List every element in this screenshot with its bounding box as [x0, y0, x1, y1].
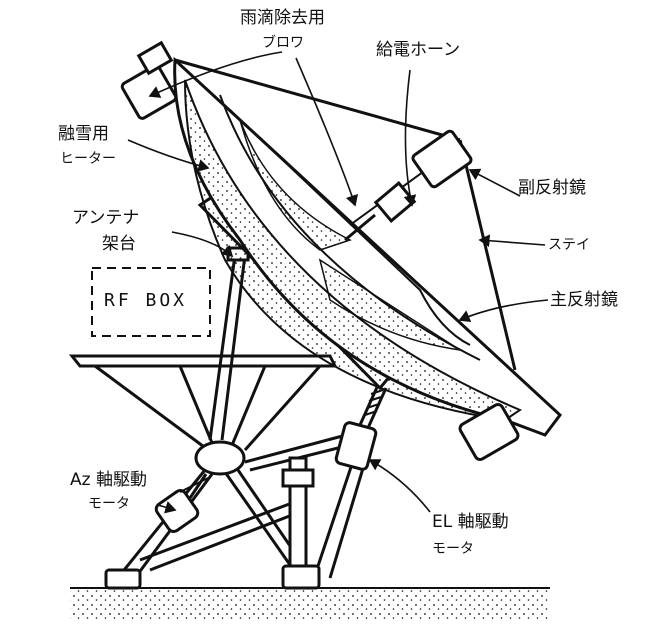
back-equipment-box: [458, 403, 520, 461]
antenna-mount-label-line2: 架台: [102, 234, 136, 254]
main-reflector: [173, 56, 563, 437]
sub-reflector: [411, 129, 473, 189]
snow-heater-label-line2: ヒーター: [60, 151, 116, 167]
sub-reflector-label: 副反射鏡: [518, 178, 586, 198]
ground: [70, 587, 550, 620]
az-bearing-hub: [194, 440, 246, 476]
snow-heater-label: 融雪用: [58, 124, 109, 144]
rf-box-label: RF BOX: [104, 290, 188, 311]
el-drive-label: EL 軸駆動: [432, 512, 509, 532]
main-reflector-label: 主反射鏡: [550, 290, 618, 310]
antenna-mount-label: アンテナ: [72, 208, 140, 228]
feet: [104, 564, 321, 590]
leader-lines: [127, 51, 549, 514]
rain-blower: [120, 40, 178, 120]
rain-blower-label: 雨滴除去用: [240, 8, 325, 28]
az-drive-label: Az 軸駆動: [70, 470, 147, 490]
el-drive-jack: [334, 384, 388, 471]
el-drive-label-line2: モータ: [432, 541, 474, 557]
feed-horn: [344, 181, 417, 242]
az-drive-label-line2: モータ: [88, 496, 130, 512]
post: [281, 456, 315, 570]
rf-box: [91, 267, 211, 337]
az-drive-motor: [154, 473, 209, 534]
feed-horn-label: 給電ホーン: [376, 40, 461, 60]
stay-label: ステイ: [548, 237, 590, 253]
rain-blower-label-line2: ブロワ: [262, 35, 304, 51]
